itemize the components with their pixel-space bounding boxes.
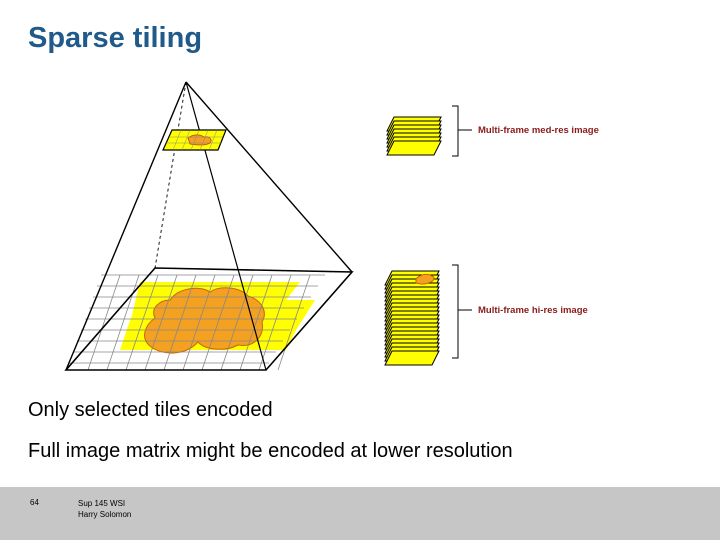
- med-res-frame-stack: [386, 116, 442, 156]
- med-res-bracket: [452, 105, 472, 157]
- footer-bar: 64 Sup 145 WSI Harry Solomon: [0, 487, 720, 540]
- med-res-label: Multi-frame med-res image: [478, 125, 599, 136]
- tissue-region: [144, 287, 265, 354]
- hi-res-bracket: [452, 264, 472, 359]
- hi-res-frame-stack: [384, 270, 440, 366]
- sparse-tiling-diagram: [64, 81, 472, 371]
- base-level-grid: [64, 267, 354, 371]
- hi-res-tissue-mark: [415, 273, 435, 285]
- med-res-level: [162, 129, 227, 151]
- hi-res-label: Multi-frame hi-res image: [478, 305, 588, 316]
- bullet-lower-resolution: Full image matrix might be encoded at lo…: [28, 440, 513, 462]
- slide-title: Sparse tiling: [28, 22, 203, 54]
- page-number: 64: [30, 498, 39, 507]
- footer-author: Harry Solomon: [78, 510, 132, 519]
- footer-doc-label: Sup 145 WSI: [78, 499, 126, 508]
- bullet-selected-tiles: Only selected tiles encoded: [28, 399, 273, 421]
